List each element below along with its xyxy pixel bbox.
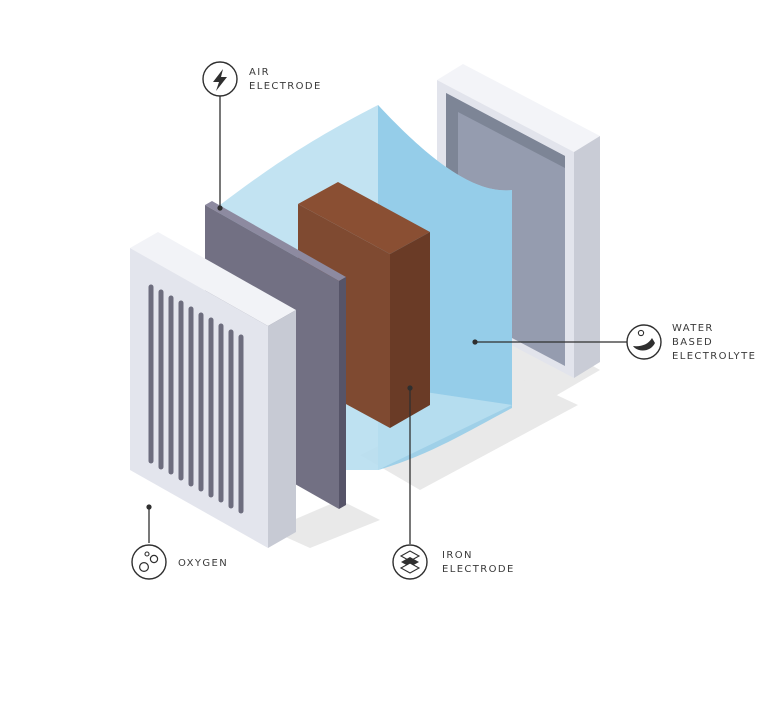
iron-electrode-label-line1: IRON [442, 550, 473, 561]
water-electrolyte-label-line3: ELECTROLYTE [672, 351, 757, 362]
iron-electrode-label: IRON ELECTRODE [442, 549, 515, 577]
oxygen-label: OXYGEN [178, 557, 228, 571]
air-electrode-label-line1: AIR [249, 67, 270, 78]
water-electrolyte-label-line2: BASED [672, 337, 714, 348]
grille-slots [148, 284, 244, 514]
stacked-plates-icon [392, 544, 428, 580]
water-electrolyte-label-line1: WATER [672, 323, 714, 334]
lightning-bolt-icon [202, 61, 238, 97]
air-electrode-label: AIR ELECTRODE [249, 66, 322, 94]
bubbles-icon [131, 544, 167, 580]
iron-electrode-label-line2: ELECTRODE [442, 564, 515, 575]
leader-lines [148, 96, 627, 544]
water-electrolyte-label: WATER BASED ELECTROLYTE [672, 322, 756, 364]
water-drop-icon [626, 324, 662, 360]
leader-dots [146, 205, 478, 510]
oxygen-grille-frame [130, 232, 296, 548]
oxygen-label-line1: OXYGEN [178, 558, 229, 569]
air-electrode-label-line2: ELECTRODE [249, 81, 322, 92]
